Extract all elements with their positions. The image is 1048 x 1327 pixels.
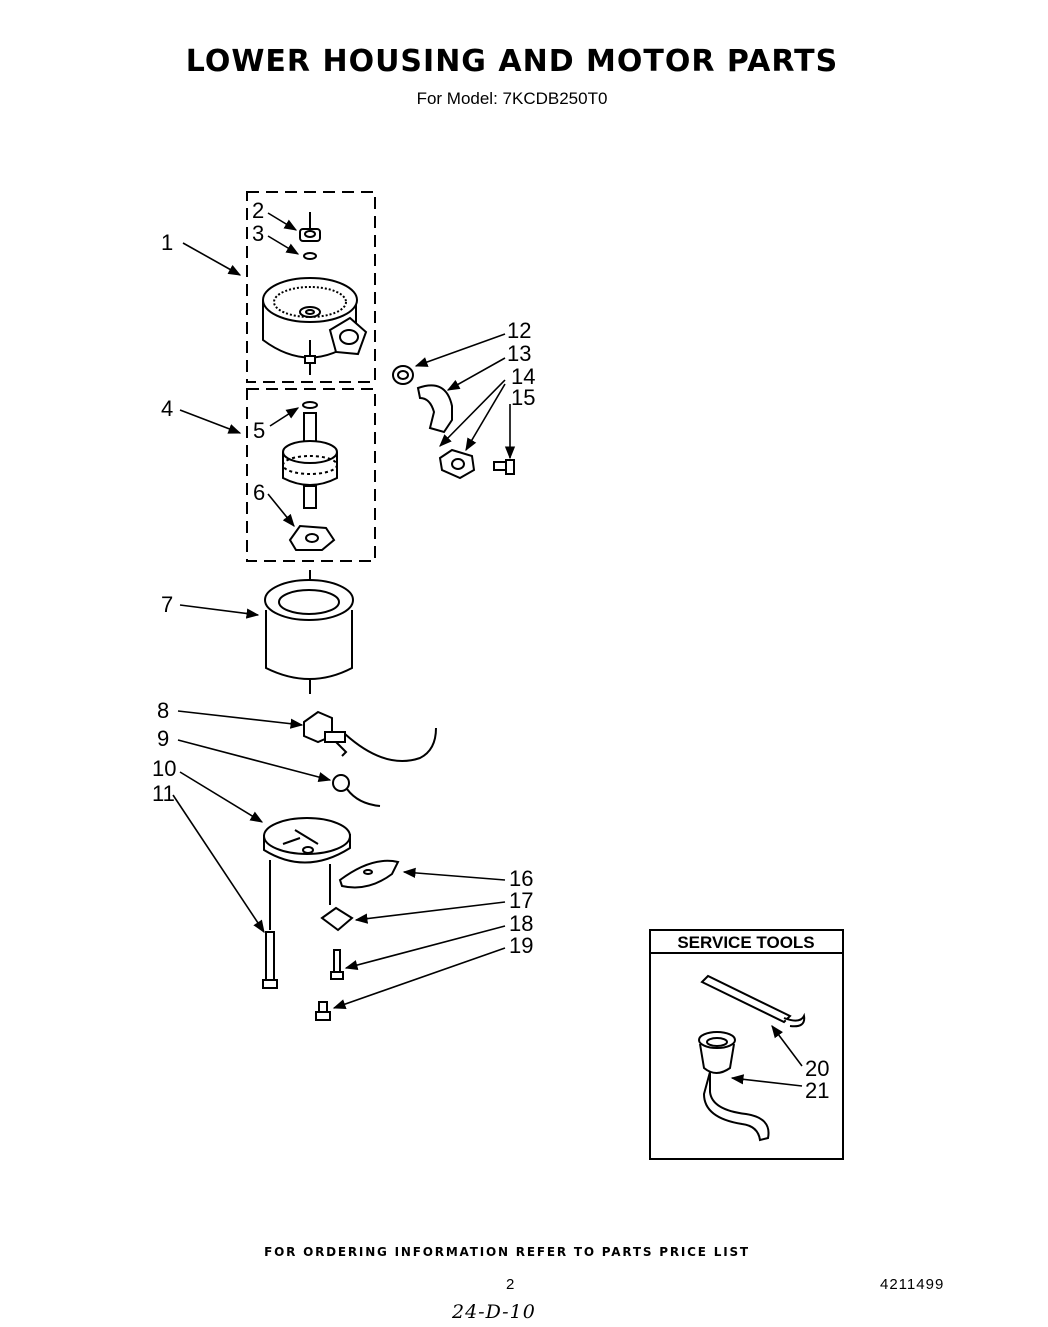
end-plate-part [263,817,351,930]
callout-3: 3 [252,221,264,246]
document-number: 4211499 [880,1276,945,1293]
flange-bolt-part [493,459,515,475]
leader-lines [172,212,516,1010]
rotor-washer-part [302,401,318,409]
callout-8: 8 [157,698,169,723]
screw-part-19 [315,1001,331,1021]
ordering-note: FOR ORDERING INFORMATION REFER TO PARTS … [264,1245,750,1259]
service-tools-title: SERVICE TOOLS [677,933,814,952]
housing-assembly-box [246,191,376,383]
rotor-bracket-part [288,524,336,551]
callout-16: 16 [509,866,533,891]
cover-part [338,859,400,889]
model-subtitle: For Model: 7KCDB250T0 [416,89,608,108]
callout-4: 4 [161,396,173,421]
callout-12: 12 [507,318,531,343]
flange-part [438,448,476,480]
callout-labels: 1 2 3 4 5 6 7 8 9 10 11 12 13 14 15 16 1… [152,198,535,958]
stopper-tool-part [698,1031,770,1142]
page-title: LOWER HOUSING AND MOTOR PARTS [185,44,839,79]
callout-18: 18 [509,911,533,936]
handwritten-note: 24-D-10 [452,1301,536,1323]
bearing-part [299,212,321,242]
switch-part [303,710,437,762]
upper-housing-part [262,277,368,375]
gasket-part [392,365,414,385]
callout-17: 17 [509,888,533,913]
callout-14: 14 [511,364,535,389]
callout-21: 21 [805,1078,829,1103]
service-tools-box: SERVICE TOOLS 20 21 [649,929,844,1160]
callout-11: 11 [152,781,175,806]
callout-9: 9 [157,726,169,751]
callout-10: 10 [152,756,176,781]
callout-19: 19 [509,933,533,958]
wrench-tool-part [700,974,806,1028]
long-bolt-part [262,931,278,989]
callout-1: 1 [161,230,173,255]
callout-6: 6 [253,480,265,505]
washer-part [303,252,317,260]
rotor-assembly-box [246,388,376,562]
callout-5: 5 [253,418,265,443]
callout-20: 20 [805,1056,829,1081]
callout-2: 2 [252,198,264,223]
page-number: 2 [506,1276,515,1293]
callout-15: 15 [511,385,535,410]
callout-7: 7 [161,592,173,617]
pad-part [320,906,354,932]
callout-13: 13 [507,341,531,366]
rotor-part [282,412,338,509]
thermal-protector-part [332,774,381,807]
screw-part-18 [330,949,344,980]
discharge-elbow-part [416,384,453,434]
stator-part [264,570,354,694]
